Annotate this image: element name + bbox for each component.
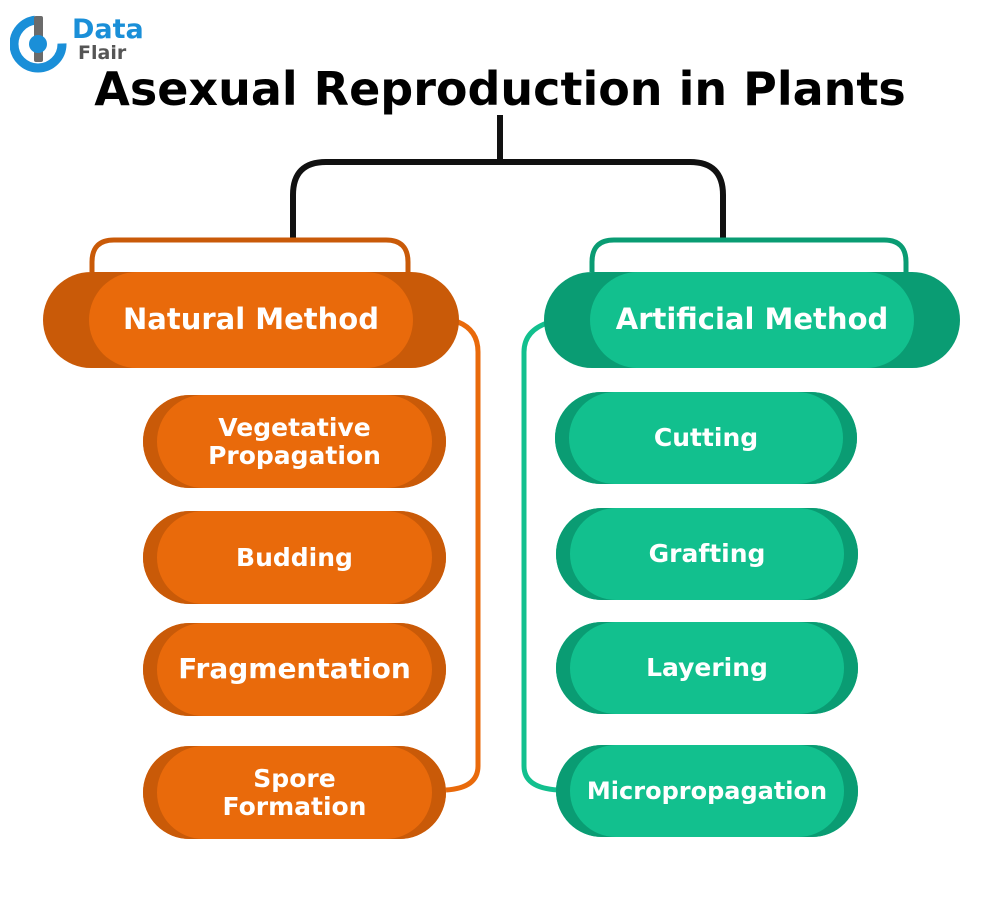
artificial-item-grafting: Grafting xyxy=(556,508,858,600)
artificial-item-micropropagation: Micropropagation xyxy=(556,745,858,837)
natural-item-label: Fragmentation xyxy=(178,652,411,686)
logo-text-flair: Flair xyxy=(78,42,127,64)
natural-item-fragmentation: Fragmentation xyxy=(143,623,446,716)
natural-method-header: Natural Method xyxy=(43,272,459,368)
natural-side-rail xyxy=(445,319,481,793)
natural-item-vegetative-propagation: Vegetative Propagation xyxy=(143,395,446,488)
natural-item-label: Vegetative Propagation xyxy=(208,413,381,470)
dataflair-logo-icon xyxy=(10,15,67,73)
artificial-header-cap xyxy=(589,237,909,272)
natural-item-label: Budding xyxy=(236,542,353,572)
title-bracket-line xyxy=(290,159,726,238)
natural-item-label: Spore Formation xyxy=(222,764,367,821)
artificial-method-label: Artificial Method xyxy=(615,302,889,337)
dataflair-logo: Data Flair xyxy=(10,10,150,74)
natural-item-budding: Budding xyxy=(143,511,446,604)
natural-method-label: Natural Method xyxy=(123,302,379,337)
artificial-item-label: Grafting xyxy=(648,539,766,569)
artificial-item-label: Micropropagation xyxy=(586,776,828,805)
artificial-item-label: Cutting xyxy=(653,423,759,453)
page-title: Asexual Reproduction in Plants xyxy=(94,62,906,116)
artificial-item-label: Layering xyxy=(646,653,768,683)
artificial-item-cutting: Cutting xyxy=(555,392,857,484)
artificial-item-layering: Layering xyxy=(556,622,858,714)
natural-item-spore-formation: Spore Formation xyxy=(143,746,446,839)
artificial-side-rail xyxy=(521,319,559,793)
artificial-method-header: Artificial Method xyxy=(544,272,960,368)
natural-header-cap xyxy=(89,237,411,272)
logo-text-data: Data xyxy=(72,14,144,45)
